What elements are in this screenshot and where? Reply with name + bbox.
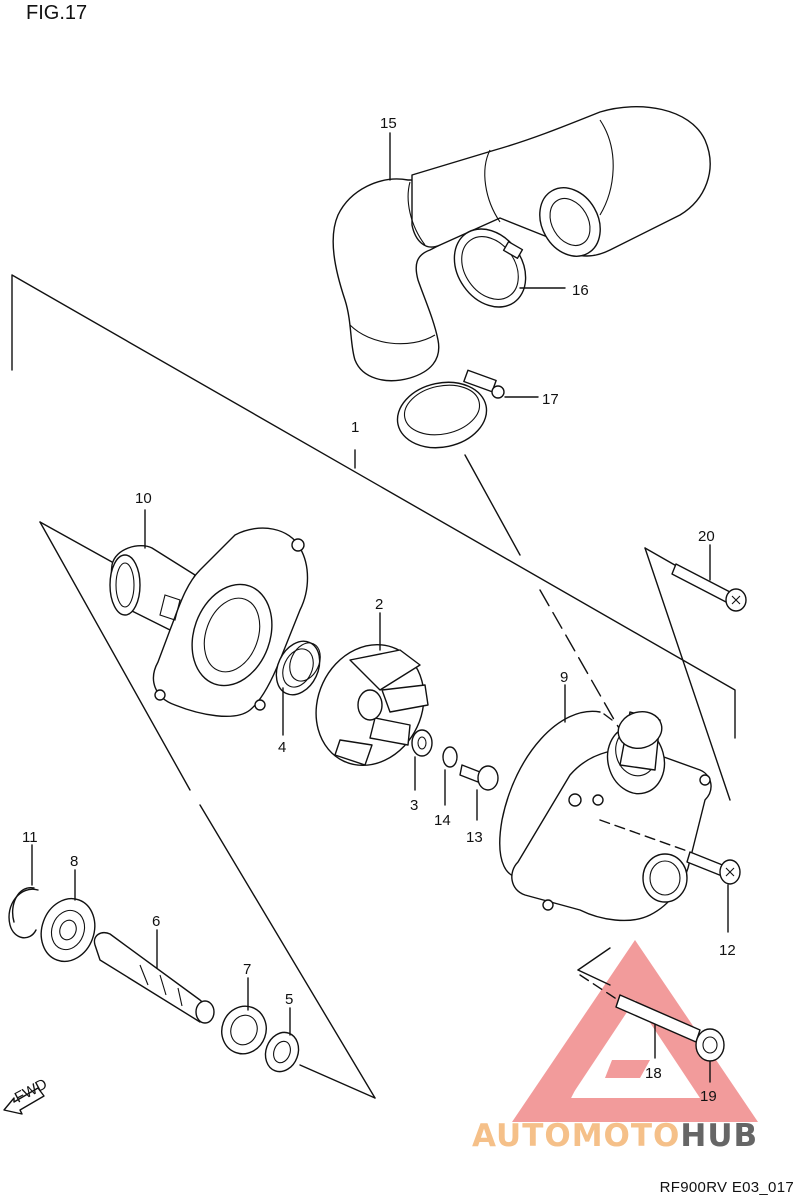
washer-part-3 (411, 729, 433, 757)
fwd-arrow-icon: FWD (3, 1075, 50, 1115)
impeller-part-2 (315, 643, 429, 767)
callout-17: 17 (542, 391, 559, 408)
shaft-part-6 (93, 931, 215, 1024)
pump-cover (511, 711, 712, 922)
callout-13: 13 (466, 829, 483, 846)
callout-2: 2 (375, 596, 383, 613)
seal-part-5 (264, 1031, 300, 1073)
callout-3: 3 (410, 797, 418, 814)
callout-6: 6 (152, 913, 160, 930)
leader-lines (31, 132, 729, 1083)
guide-line-dashed (539, 589, 621, 731)
callout-19: 19 (700, 1088, 717, 1105)
callout-18: 18 (645, 1065, 662, 1082)
callout-14: 14 (434, 812, 451, 829)
callout-7: 7 (243, 961, 251, 978)
nut-part-19 (695, 1028, 725, 1062)
clamp-part-16 (453, 228, 527, 308)
group-outline-left (39, 521, 376, 1099)
bearing-part-8 (40, 897, 96, 963)
brand-text-part2: HUB (680, 1118, 759, 1154)
screw-part-20 (671, 563, 747, 612)
callout-9: 9 (560, 669, 568, 686)
watermark-brand: AUTOMOTOHUB (472, 1118, 758, 1154)
callout-12: 12 (719, 942, 736, 959)
screw-part-12 (599, 819, 741, 885)
brand-text-part1: AUTOMOTO (472, 1118, 681, 1154)
callout-10: 10 (135, 490, 152, 507)
callout-15: 15 (380, 115, 397, 132)
group-outline-right (577, 547, 731, 986)
callout-11: 11 (22, 829, 38, 846)
assembly-outline (11, 274, 736, 739)
hose-part-15 (332, 106, 711, 382)
bearing-part-7 (221, 1005, 267, 1055)
callout-4: 4 (278, 739, 286, 756)
watermark-logo (512, 940, 758, 1122)
circlip-part-11 (8, 887, 39, 939)
callout-labels: 1 2 3 4 5 6 7 8 9 10 11 12 13 14 15 16 1… (22, 115, 736, 1105)
callout-1: 1 (351, 419, 359, 436)
figure-title: FIG.17 (26, 2, 88, 24)
callout-5: 5 (285, 991, 293, 1008)
callout-8: 8 (70, 853, 78, 870)
pump-body-part-10 (109, 527, 309, 718)
figure-code: RF900RV E03_017 (659, 1179, 794, 1196)
callout-20: 20 (698, 528, 715, 545)
callout-16: 16 (572, 282, 589, 299)
guide-line (464, 454, 521, 556)
clamp-part-17 (396, 369, 505, 449)
bolt-part-13 (459, 764, 499, 791)
seal-part-4 (275, 640, 321, 696)
washer-part-14 (442, 746, 458, 768)
